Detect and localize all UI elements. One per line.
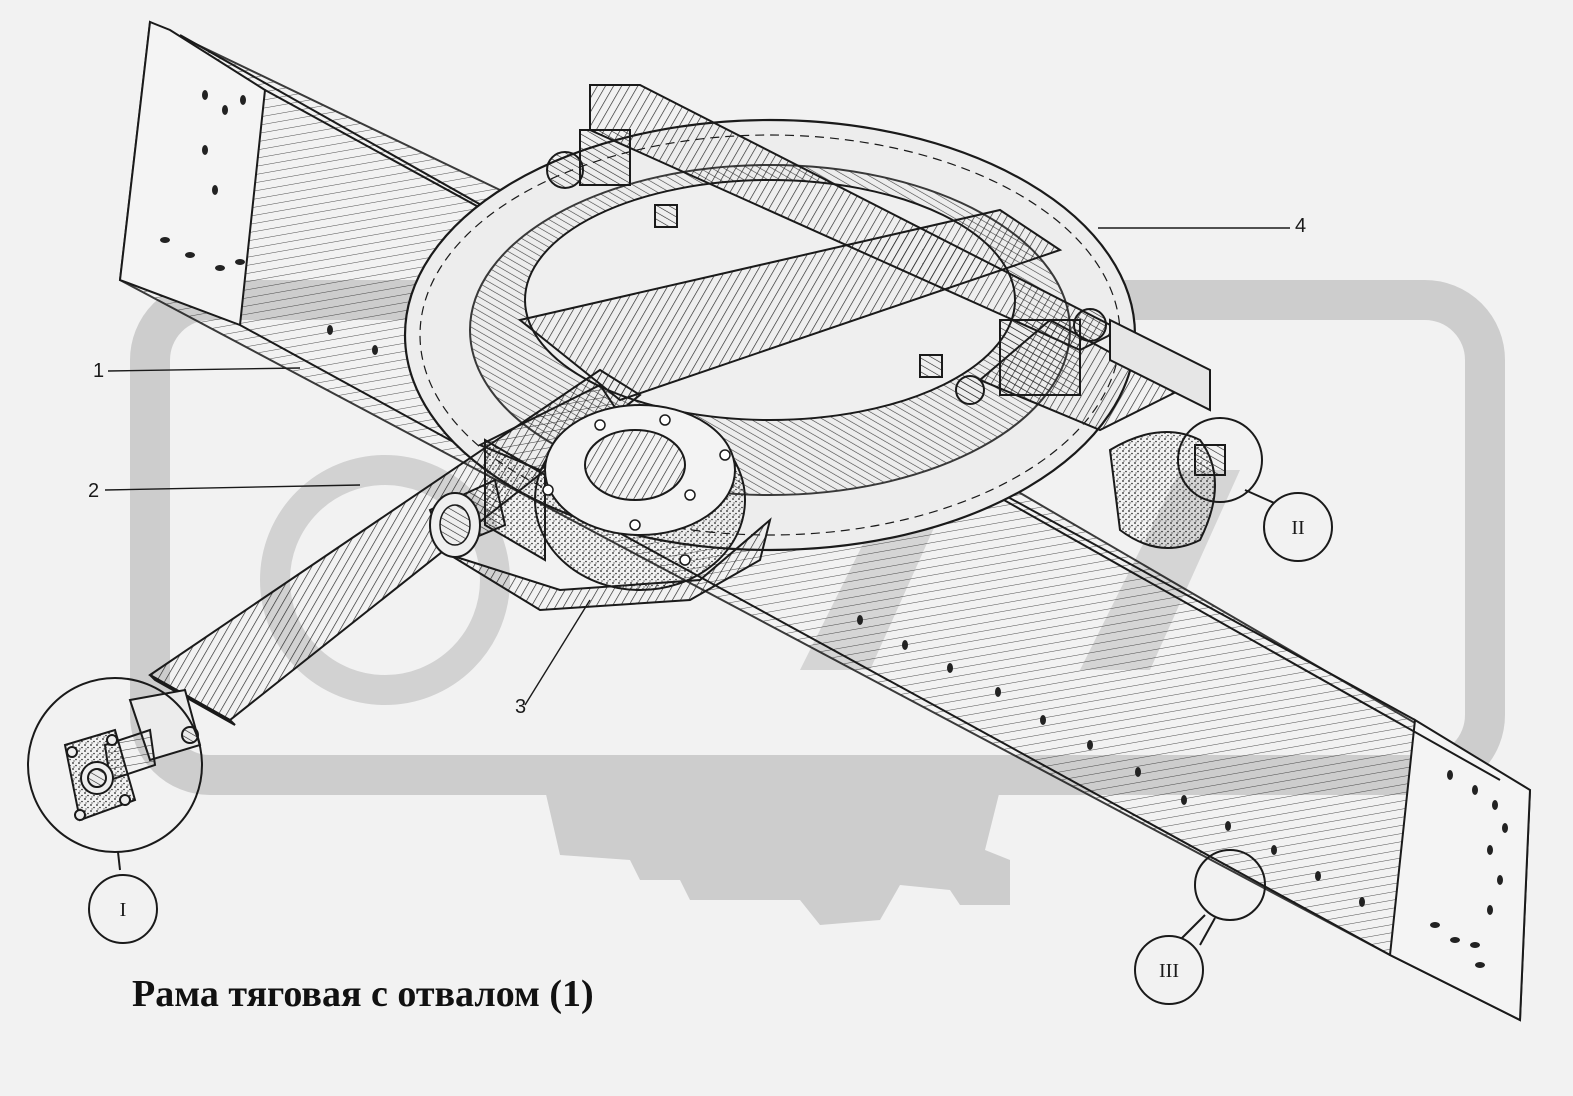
blade-bolt-holes <box>160 90 1508 968</box>
detail-III: III <box>1159 960 1179 982</box>
callout-3: 3 <box>515 696 526 718</box>
detail-circle-I-zoom <box>27 677 203 871</box>
detail-circle-III-zoom <box>1179 849 1266 946</box>
detail-I: I <box>120 899 127 921</box>
blade-bracket <box>1108 431 1226 549</box>
gearbox-bolts <box>542 414 731 566</box>
leader-lines <box>104 227 1290 706</box>
callout-4: 4 <box>1295 215 1306 237</box>
detail-labels: I II III <box>88 492 1333 1005</box>
detail-bubble-II <box>1263 492 1333 562</box>
callout-2: 2 <box>88 480 99 502</box>
callout-1: 1 <box>93 360 104 382</box>
callout-labels: 1 2 3 4 <box>88 215 1306 718</box>
cylinder-mounts <box>546 129 1107 405</box>
rotary-gearbox <box>428 383 772 612</box>
drawing-caption: Рама тяговая с отвалом (1) <box>132 973 594 1015</box>
detail-bubble-III <box>1134 935 1204 1005</box>
detail-bubble-I <box>88 874 158 944</box>
detail-II: II <box>1291 517 1304 539</box>
